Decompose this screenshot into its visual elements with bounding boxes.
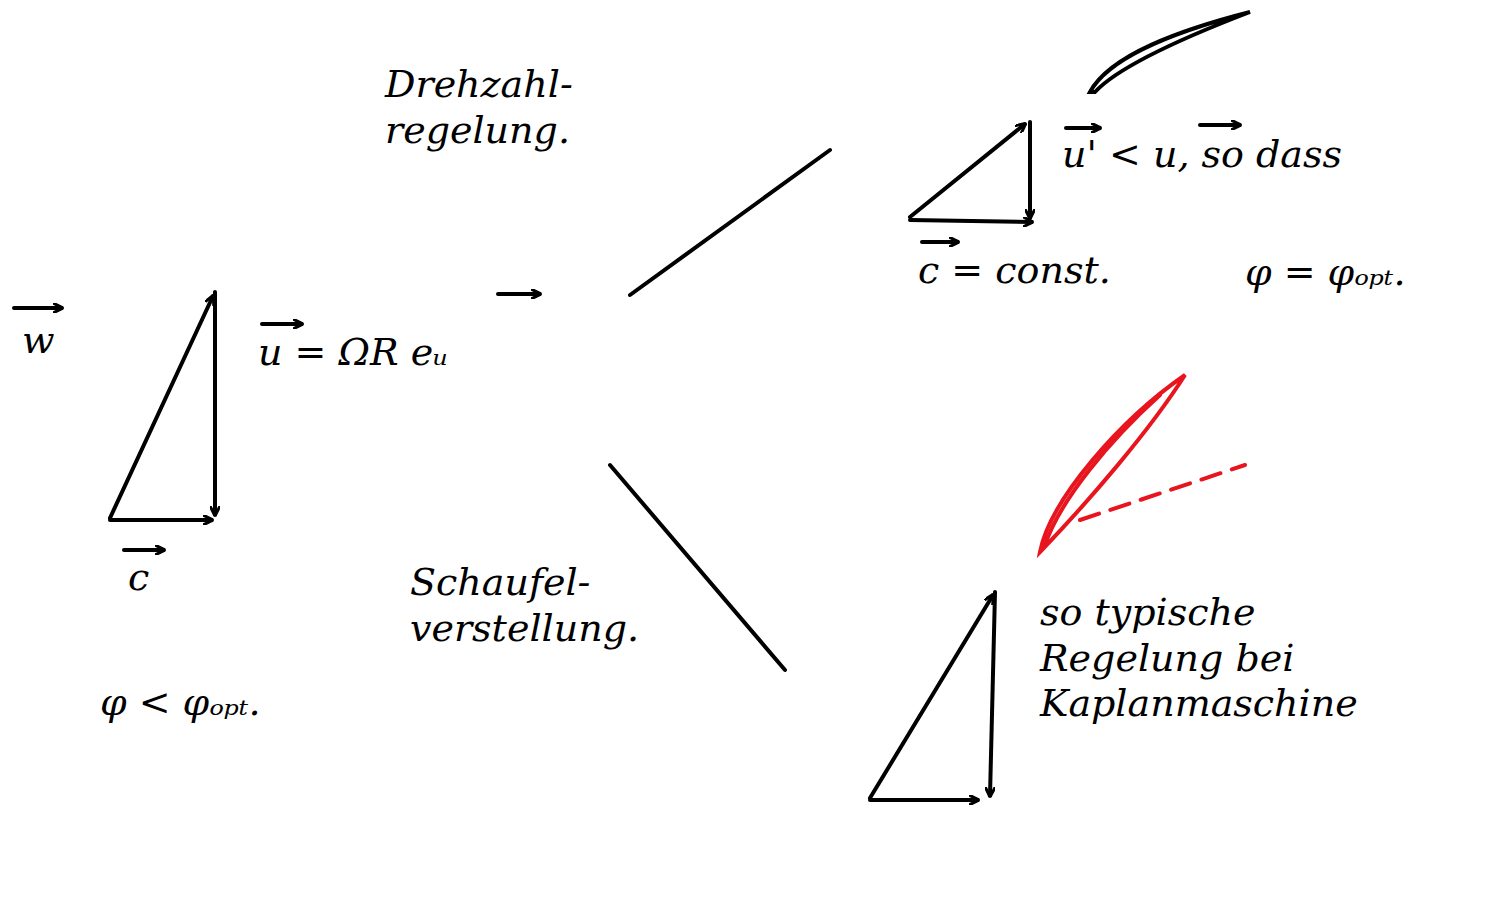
note-label: φ < φₒₚₜ. — [100, 680, 261, 726]
adjusted-blade-line — [1045, 395, 1160, 545]
vector-arrow — [14, 306, 62, 310]
note-label: c = const. — [918, 248, 1111, 294]
dashed-line — [1080, 465, 1245, 520]
vector-arrow — [1200, 123, 1240, 127]
u-vector — [1028, 122, 1032, 218]
c-vector — [910, 220, 1032, 222]
note-label: c — [128, 555, 149, 601]
vector-arrow — [124, 548, 164, 552]
vector-arrow — [1066, 126, 1100, 130]
vector-arrow — [922, 240, 958, 244]
c-vector — [870, 798, 978, 802]
c-vector — [110, 518, 212, 522]
adjusted-blade — [1040, 375, 1185, 552]
note-label: φ = φₒₚₜ. — [1245, 250, 1406, 296]
note-label: so typische Regelung bei Kaplanmaschine — [1040, 590, 1360, 727]
vector-arrow — [262, 322, 302, 326]
note-label: Drehzahl- regelung. — [385, 62, 615, 153]
note-label: Schaufel- verstellung. — [410, 560, 680, 651]
vector-arrow — [498, 292, 540, 296]
w-vector — [870, 595, 993, 798]
w-vector — [110, 296, 213, 518]
note-label: w — [22, 318, 55, 364]
blade — [1090, 12, 1250, 92]
u-vector — [213, 292, 217, 515]
branch-line — [630, 150, 830, 295]
u-vector — [990, 592, 995, 796]
w-vector — [910, 124, 1025, 217]
note-label: u' < u, so dass — [1062, 132, 1342, 178]
note-label: u = ΩR eᵤ — [258, 330, 448, 376]
